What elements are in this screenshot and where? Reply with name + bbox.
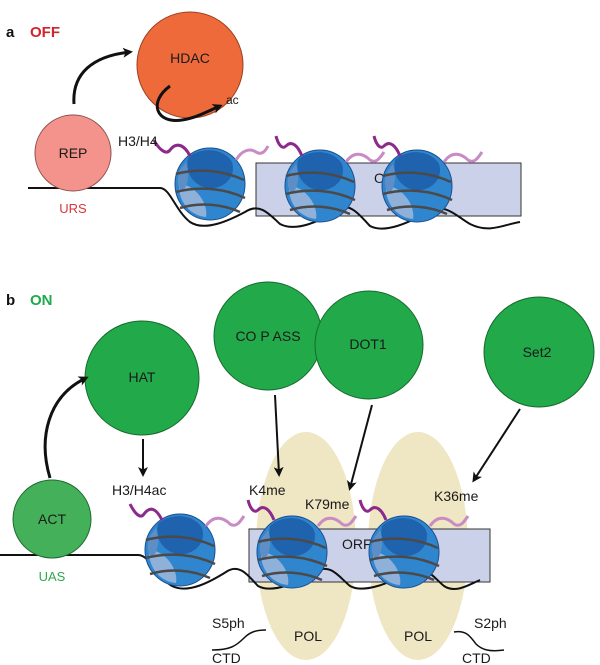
k4me-label: K4me — [249, 482, 286, 498]
histone-tail-a1 — [152, 139, 192, 157]
panel-b-state: ON — [30, 292, 53, 309]
rep-circle — [34, 114, 112, 192]
s5ph-label: S5ph — [212, 615, 245, 631]
histone-tail-a1b — [234, 145, 270, 161]
hdac-remove-ac-arrow — [155, 84, 223, 122]
hat-label: HAT — [129, 369, 156, 385]
act-label: ACT — [38, 511, 66, 527]
ac-label: ac — [226, 93, 239, 107]
ctd-tail-1 — [211, 629, 267, 651]
histone-tail-b3b — [428, 515, 470, 527]
histone-tail-a2 — [274, 135, 304, 157]
h3h4-label: H3/H4 — [118, 133, 158, 149]
act-circle — [12, 479, 92, 559]
ctd-label-1: CTD — [212, 650, 241, 665]
dot1-arrow — [346, 404, 373, 491]
histone-tail-b1 — [128, 503, 164, 521]
set2-arrow — [472, 408, 521, 483]
histone-tail-a3b — [442, 151, 484, 163]
panel-b-letter: b — [6, 292, 15, 309]
urs-label: URS — [59, 201, 87, 216]
panel-a-state: OFF — [30, 24, 60, 41]
histone-tail-b3 — [358, 499, 388, 521]
rep-label: REP — [59, 145, 88, 161]
k79me-label: K79me — [305, 496, 350, 512]
histone-tail-b2b — [316, 515, 358, 527]
compass-arrow — [273, 394, 284, 477]
h3h4ac-label: H3/H4ac — [112, 482, 166, 498]
pol-label-1: POL — [294, 628, 322, 644]
nucleosome-b2 — [255, 514, 329, 590]
histone-tail-a3 — [372, 135, 402, 157]
nucleosome-a3 — [380, 148, 454, 224]
hdac-label: HDAC — [170, 50, 210, 66]
nucleosome-b3 — [367, 514, 441, 590]
orf-label-b: ORF — [342, 536, 372, 552]
panel-a-letter: a — [6, 24, 15, 41]
ctd-tail-2 — [453, 630, 505, 652]
histone-tail-b1b — [204, 515, 246, 527]
pol-label-2: POL — [404, 628, 432, 644]
nucleosome-b1 — [143, 512, 217, 588]
nucleosome-a2 — [283, 148, 357, 224]
k36me-label: K36me — [434, 488, 479, 504]
histone-tail-b2 — [246, 499, 276, 521]
dot1-circle — [314, 290, 424, 400]
set2-circle — [483, 296, 595, 408]
histone-tail-a2b — [344, 151, 386, 163]
act-to-hat-arrow — [43, 376, 89, 479]
ctd-label-2: CTD — [462, 650, 491, 665]
nucleosome-a1 — [173, 146, 247, 222]
dot1-label: DOT1 — [349, 336, 387, 352]
s2ph-label: S2ph — [474, 615, 507, 631]
uas-label: UAS — [39, 569, 66, 584]
compass-label: CO P ASS — [235, 328, 300, 344]
set2-label: Set2 — [523, 344, 552, 360]
rep-to-hdac-arrow — [72, 47, 133, 105]
